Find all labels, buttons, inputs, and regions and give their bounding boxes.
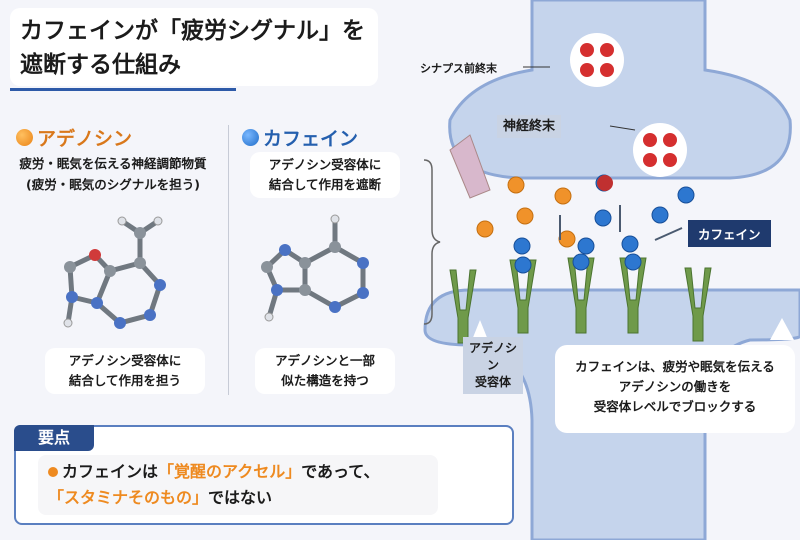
transporter-icon (449, 134, 491, 199)
presynaptic-terminal (448, 0, 792, 180)
title-underline (10, 88, 236, 91)
vesicle-molecules (580, 43, 677, 167)
key-point-text: カフェインは「覚醒のアクセル」であって、 「スタミナそのもの」ではない (38, 455, 438, 515)
caffeine-note: アデノシンと一部 似た構造を持つ (255, 348, 395, 394)
presynaptic-label: シナプス前終末 (420, 62, 497, 75)
caffeine-molecule-icon (261, 214, 369, 322)
adenosine-molecule-icon (63, 216, 166, 329)
adenosine-note: アデノシン受容体に 結合して作用を担う (45, 348, 205, 394)
caffeine-description: アデノシン受容体に 結合して作用を遮断 (250, 152, 400, 198)
mechanism-callout: カフェインは、疲労や眠気を伝える アデノシンの働きを 受容体レベルでブロックする (555, 345, 795, 433)
receptors (449, 257, 712, 344)
key-point-tab: 要点 (14, 425, 94, 451)
bracket (423, 159, 441, 325)
nerve-terminal-label: 神経終末 (497, 115, 562, 138)
blue-ball-icon (242, 129, 259, 146)
bullet-icon (48, 467, 58, 477)
divider (228, 125, 229, 395)
adenosine-description: 疲労・眠気を伝える神経調節物質 (疲労・眠気のシグナルを担う) (19, 156, 207, 192)
receptor-label: アデノシン 受容体 (463, 337, 523, 394)
page-title: カフェインが「疲労シグナル」を 遮断する仕組み (10, 8, 378, 86)
orange-ball-icon (16, 129, 33, 146)
caffeine-heading: カフェイン (242, 124, 358, 151)
adenosine-heading: アデノシン (16, 124, 132, 151)
caffeine-label: カフェイン (688, 220, 771, 247)
